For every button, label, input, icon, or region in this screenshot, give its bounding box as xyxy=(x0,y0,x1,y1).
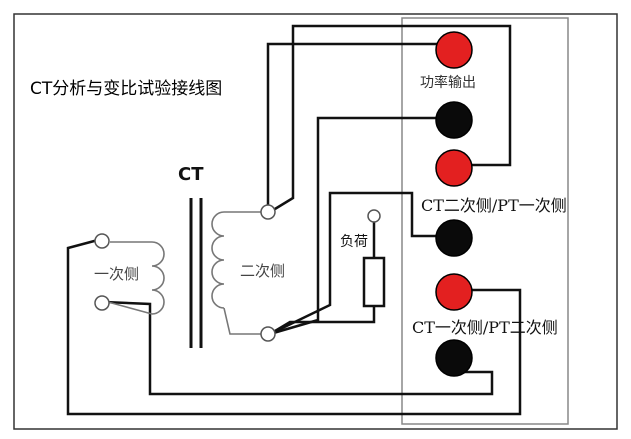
ct-primary-pt-secondary-label: CT一次侧/PT二次侧 xyxy=(412,318,558,337)
secondary-black-post xyxy=(435,219,473,257)
wire-power-red xyxy=(266,42,440,212)
binding-posts xyxy=(435,31,473,377)
load-resistor xyxy=(362,256,386,308)
wire-pri-black xyxy=(103,300,494,396)
primary-side-label: 一次侧 xyxy=(94,265,139,283)
secondary-side-label: 二次侧 xyxy=(240,262,285,280)
wire-sec-black xyxy=(269,191,440,336)
power-output-red-post xyxy=(435,31,473,69)
power-output-label: 功率输出 xyxy=(420,74,476,91)
secondary-terminal-bottom xyxy=(260,326,276,342)
ct-label: CT xyxy=(178,164,204,185)
outer-frame xyxy=(13,13,618,430)
diagram-title: CT分析与变比试验接线图 xyxy=(30,79,222,99)
power-output-black-post xyxy=(435,101,473,139)
primary-red-post xyxy=(435,273,473,311)
primary-terminal-top xyxy=(94,233,110,249)
primary-terminal-bottom xyxy=(94,295,110,311)
ct-secondary-pt-primary-label: CT二次侧/PT一次侧 xyxy=(421,196,567,215)
wire-pri-red xyxy=(66,238,522,416)
load-label: 负荷 xyxy=(340,234,368,250)
secondary-coil xyxy=(211,211,262,335)
primary-black-post xyxy=(435,339,473,377)
load-terminal xyxy=(367,209,381,223)
wires xyxy=(66,24,522,416)
wire-sec-red xyxy=(269,24,512,214)
wire-power-black xyxy=(269,116,440,336)
secondary-terminal-top xyxy=(260,204,276,220)
primary-coil xyxy=(107,241,165,315)
ct-core xyxy=(189,198,203,348)
wire-load-bottom xyxy=(269,306,376,336)
secondary-red-post xyxy=(435,149,473,187)
terminal-panel xyxy=(401,17,569,425)
